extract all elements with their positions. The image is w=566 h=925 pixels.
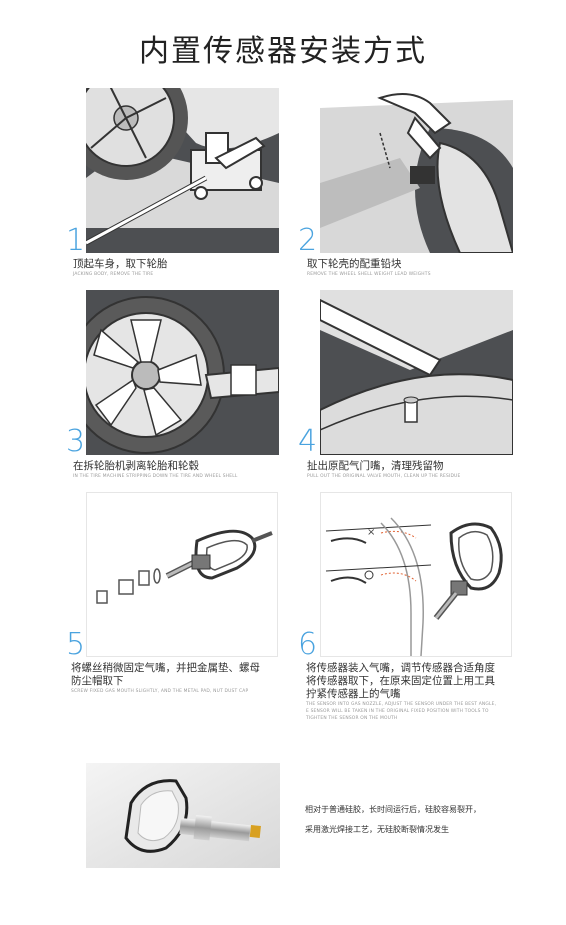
step-4-title: 扯出原配气门嘴，清理残留物 bbox=[307, 460, 444, 472]
step-1-number: 1 bbox=[66, 223, 86, 258]
step-5-illustration bbox=[86, 492, 278, 657]
step-6-subtitle-line-1: THE SENSOR INTO GAS NOZZLE, ADJUST THE S… bbox=[306, 702, 497, 707]
step-5-title-line-2: 防尘帽取下 bbox=[71, 675, 124, 687]
step-3-number: 3 bbox=[66, 424, 86, 459]
step-5-number: 5 bbox=[66, 627, 86, 662]
step-3-illustration bbox=[86, 290, 279, 455]
step-4-illustration bbox=[320, 290, 513, 455]
step-2-title: 取下轮壳的配重铅块 bbox=[307, 258, 402, 270]
step-6-illustration: × bbox=[320, 492, 512, 657]
step-6-subtitle-line-3: TIGHTEN THE SENSOR ON THE MOUTH bbox=[306, 716, 398, 721]
step-2-illustration bbox=[320, 88, 513, 253]
product-photo bbox=[86, 763, 280, 868]
step-2-subtitle: REMOVE THE WHEEL SHELL WEIGHT LEAD WEIGH… bbox=[307, 272, 431, 277]
product-description-line-1: 相对于普通硅胶，长时间运行后，硅胶容易裂开， bbox=[305, 805, 481, 814]
step-3-title: 在拆轮胎机剥离轮胎和轮毂 bbox=[73, 460, 199, 472]
step-6-title-line-3: 拧紧传感器上的气嘴 bbox=[306, 688, 401, 700]
step-6-title-line-1: 将传感器装入气嘴，调节传感器合适角度 bbox=[306, 662, 495, 674]
page-title: 内置传感器安装方式 bbox=[139, 34, 427, 69]
step-4-subtitle: PULL OUT THE ORIGINAL VALVE MOUTH, CLEAN… bbox=[307, 474, 461, 479]
step-5-subtitle: SCREW FIXED GAS MOUTH SLIGHTLY, AND THE … bbox=[71, 689, 249, 694]
svg-text:×: × bbox=[367, 527, 375, 538]
step-6-subtitle-line-2: E SENSOR WILL BE TAKEN IN THE ORIGINAL F… bbox=[306, 709, 489, 714]
step-6-number: 6 bbox=[298, 627, 318, 662]
step-4-number: 4 bbox=[298, 424, 318, 459]
product-description-line-2: 采用激光焊接工艺，无硅胶断裂情况发生 bbox=[305, 825, 449, 834]
step-3-subtitle: IN THE TIRE MACHINE STRIPPING DOWN THE T… bbox=[73, 474, 238, 479]
step-1-subtitle: JACKING BODY, REMOVE THE TIRE bbox=[73, 272, 154, 277]
step-2-number: 2 bbox=[298, 223, 318, 258]
step-1-title: 顶起车身，取下轮胎 bbox=[73, 258, 168, 270]
step-5-title-line-1: 将螺丝稍微固定气嘴，并把金属垫、螺母 bbox=[71, 662, 260, 674]
step-1-illustration bbox=[86, 88, 279, 253]
step-6-title-line-2: 将传感器取下，在原来固定位置上用工具 bbox=[306, 675, 495, 687]
